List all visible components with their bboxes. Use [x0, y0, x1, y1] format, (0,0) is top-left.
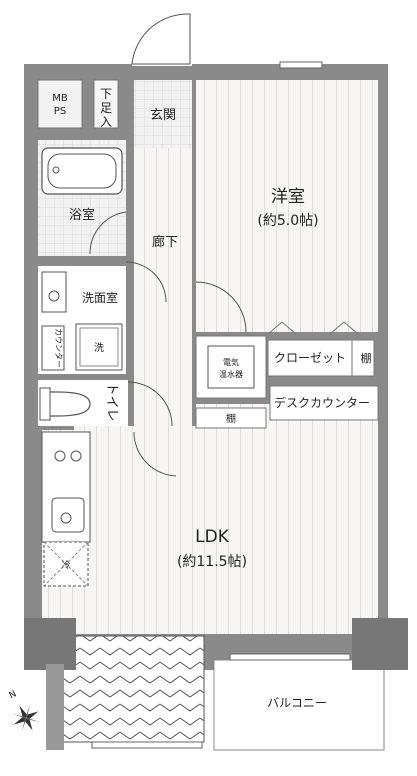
- desk-counter: [269, 385, 379, 421]
- ldk-label: LDK: [195, 527, 230, 547]
- fridge-label: 冷: [61, 559, 70, 571]
- western-room-label: 洋室: [271, 187, 305, 207]
- kitchen-sink-drain: [60, 512, 72, 524]
- compass: [12, 704, 40, 732]
- shoe-closet: [93, 79, 119, 129]
- stove-burner-left: [54, 450, 66, 462]
- bathroom-label: 浴室: [69, 207, 95, 223]
- shoe-closet-char-1: 下: [100, 87, 112, 101]
- closet-shelf-label: 棚: [361, 351, 372, 365]
- counter-box: [41, 325, 65, 371]
- washroom-label: 洗面室: [82, 290, 118, 305]
- desk-counter-label: デスクカウンター: [274, 395, 370, 410]
- toilet-tank: [39, 387, 51, 421]
- bathtub-inner: [47, 153, 117, 189]
- closet-door-arc-1: [267, 321, 297, 335]
- entrance-floor: [134, 80, 192, 148]
- shelf-label: 棚: [226, 412, 236, 425]
- bathtub-drain: [52, 166, 60, 174]
- water-heater-label-1: 電気: [223, 357, 239, 367]
- shelf-box: [195, 407, 267, 429]
- wash-basin-bowl: [48, 290, 60, 302]
- mbps-label-2: PS: [54, 106, 66, 117]
- ldk-floor: [74, 426, 378, 634]
- toilet-bowl: [41, 391, 91, 417]
- toilet-label: トイレ: [104, 382, 119, 421]
- wash-basin: [41, 271, 67, 313]
- column-left: [24, 618, 76, 670]
- western-room-door-swing: [195, 281, 247, 333]
- counter-label: カウンター: [54, 328, 63, 368]
- entrance-door-swing: [131, 13, 191, 65]
- water-heater: [207, 345, 255, 389]
- column-right: [352, 618, 408, 670]
- mbps-box: [37, 79, 83, 129]
- ldk-door-swing: [133, 431, 177, 477]
- washer-inner: [79, 327, 119, 367]
- shoe-closet-char-3: 入: [100, 115, 112, 129]
- balcony-hatched: [61, 635, 205, 743]
- corridor-label: 廊下: [152, 234, 178, 250]
- window-balcony: [229, 653, 351, 661]
- mbps-label-1: MB: [52, 93, 68, 104]
- ldk-size: (約11.5帖): [177, 554, 247, 570]
- closet-label: クローゼット: [274, 351, 346, 365]
- closet: [267, 339, 375, 377]
- washer-label: 洗: [94, 342, 104, 354]
- stove-burner-right: [70, 450, 82, 462]
- balcony-area: [213, 659, 385, 751]
- shoe-closet-char-2: 足: [100, 101, 112, 115]
- western-room-floor: [196, 80, 378, 332]
- bathroom-door-swing: [89, 211, 127, 255]
- western-room-size: (約5.0帖): [257, 213, 318, 229]
- toilet-door-swing: [127, 381, 173, 427]
- window-top: [279, 61, 323, 69]
- entrance-label: 玄関: [150, 108, 176, 123]
- window-bottom: [91, 741, 203, 749]
- kitchen-sink: [51, 497, 85, 533]
- compass-north-label: N: [8, 689, 19, 701]
- balcony-label: バルコニー: [267, 696, 327, 710]
- water-heater-label-2: 温水器: [219, 369, 243, 379]
- closet-door-arc-2: [329, 321, 359, 335]
- washroom-door-swing: [125, 261, 167, 303]
- column-bottom-left: [46, 664, 64, 750]
